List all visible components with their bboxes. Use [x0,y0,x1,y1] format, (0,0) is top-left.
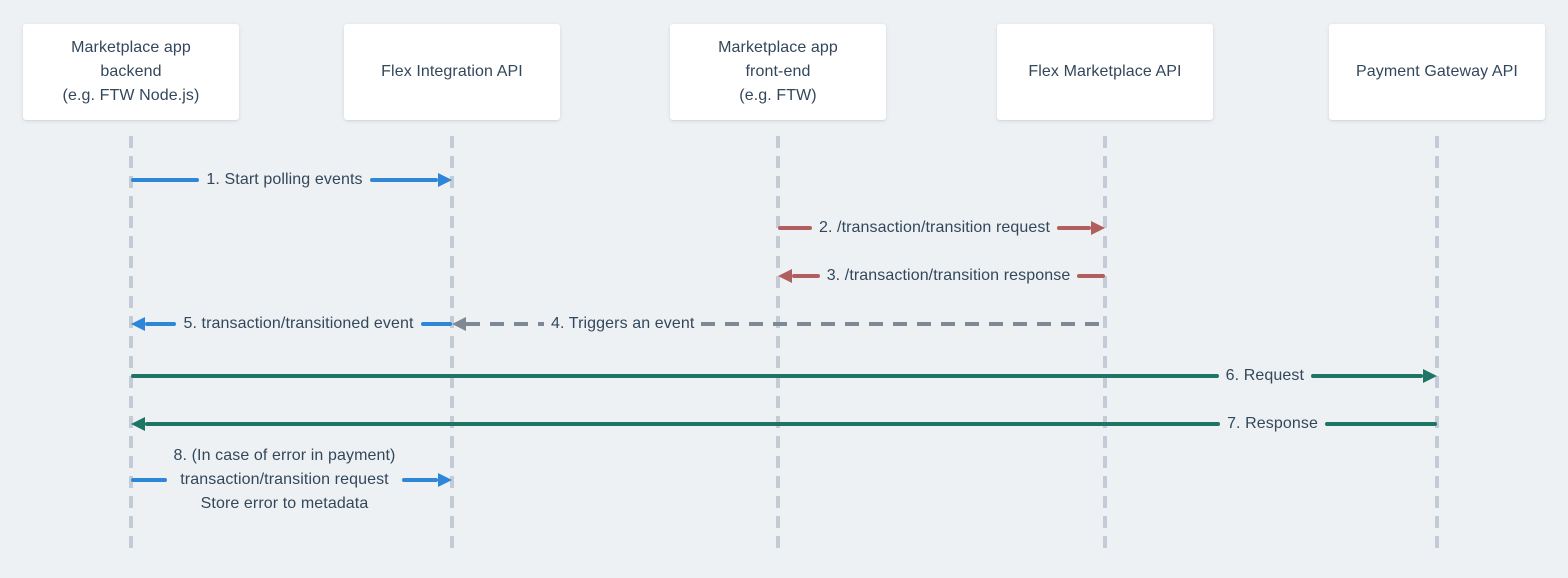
arrow-line-dashed [701,322,1105,326]
message-label-3: 3. /transaction/transition response [826,267,1071,284]
message-label-5: 5. transaction/transitioned event [183,315,414,332]
actor-box-marketplace-frontend: Marketplace app front-end (e.g. FTW) [670,24,886,120]
message-label-1: 1. Start polling events [206,171,363,188]
arrowhead-right-icon [438,173,453,187]
message-label-2: 2. /transaction/transition request [818,219,1051,236]
arrow-line [131,374,1219,378]
message-label-7: 7. Response [1227,415,1318,432]
message-label-8: 8. (In case of error in payment) transac… [173,447,396,512]
message-arrow-5-transitioned-event: 5. transaction/transitioned event [131,312,453,336]
message-label-4: 4. Triggers an event [551,315,695,332]
actor-box-payment-gateway-api: Payment Gateway API [1329,24,1545,120]
arrow-line [1325,422,1437,426]
actor-label-payment-gateway-api: Payment Gateway API [1356,63,1518,80]
arrow-line [792,274,820,278]
arrow-line [131,478,167,482]
arrow-line [1311,374,1423,378]
arrowhead-left-icon [131,417,145,431]
actor-label-flex-integration-api: Flex Integration API [381,63,523,80]
lifeline-flex-integration-api [450,136,454,550]
actor-box-flex-marketplace-api: Flex Marketplace API [997,24,1213,120]
arrow-line [145,422,1221,426]
lifeline-marketplace-frontend [776,136,780,550]
arrow-line [369,178,439,182]
lifeline-marketplace-backend [129,136,133,550]
arrowhead-left-icon [452,317,466,331]
actor-box-flex-integration-api: Flex Integration API [344,24,560,120]
actor-label-marketplace-backend: Marketplace app backend (e.g. FTW Node.j… [62,39,200,104]
arrow-line-dashed [466,322,544,326]
arrowhead-right-icon [438,473,452,487]
message-arrow-8-error-transition-request: 8. (In case of error in payment) transac… [131,444,452,516]
arrow-line [420,322,453,326]
arrowhead-left-icon [778,269,792,283]
arrow-line [402,478,438,482]
lifeline-payment-gateway-api [1435,136,1439,550]
arrowhead-left-icon [131,317,145,331]
message-arrow-1-start-polling-events: 1. Start polling events [131,168,453,192]
message-arrow-6-request: 6. Request [131,364,1437,388]
actor-label-flex-marketplace-api: Flex Marketplace API [1028,63,1182,80]
message-arrow-2-transition-request: 2. /transaction/transition request [778,216,1105,240]
message-arrow-7-response: 7. Response [131,412,1437,436]
arrowhead-right-icon [1423,369,1437,383]
arrow-line [1077,274,1106,278]
actor-label-marketplace-frontend: Marketplace app front-end (e.g. FTW) [718,39,838,104]
actor-box-marketplace-backend: Marketplace app backend (e.g. FTW Node.j… [23,24,239,120]
message-arrow-4-triggers-event: 4. Triggers an event [452,312,1105,336]
arrow-line [145,322,177,326]
message-arrow-3-transition-response: 3. /transaction/transition response [778,264,1106,288]
arrow-line [778,226,812,230]
arrow-line [131,178,200,182]
arrow-line [1057,226,1091,230]
lifeline-flex-marketplace-api [1103,136,1107,550]
arrowhead-right-icon [1091,221,1105,235]
message-label-6: 6. Request [1225,367,1304,384]
